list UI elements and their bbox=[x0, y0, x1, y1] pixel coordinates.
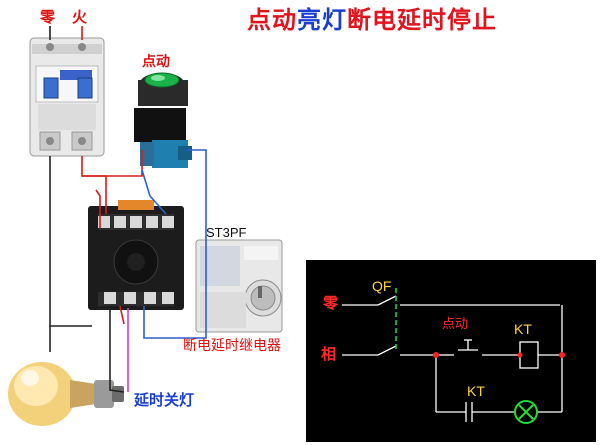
title-part-1: 点动 bbox=[247, 6, 297, 34]
schematic-phase-label: 相 bbox=[321, 345, 337, 363]
schematic-panel bbox=[306, 260, 596, 442]
schematic-neutral-label: 零 bbox=[323, 294, 339, 312]
schematic-pushbutton-label: 点动 bbox=[442, 317, 469, 332]
node bbox=[517, 352, 523, 358]
neutral-label: 零 bbox=[40, 8, 56, 26]
relay-socket bbox=[88, 200, 184, 310]
wires bbox=[49, 26, 207, 393]
schematic-coil-label: KT bbox=[514, 321, 532, 337]
module-label: ST3PF bbox=[206, 225, 247, 240]
delay-label: 延时关灯 bbox=[134, 391, 195, 409]
pushbutton bbox=[134, 72, 192, 168]
node bbox=[559, 352, 565, 358]
circuit-breaker bbox=[29, 37, 105, 157]
relay-label: 断电延时继电器 bbox=[183, 338, 281, 354]
lamp-symbol bbox=[514, 400, 538, 424]
time-relay bbox=[195, 239, 283, 333]
pushbutton-label: 点动 bbox=[142, 54, 170, 70]
node bbox=[433, 352, 439, 358]
title-part-3: 断电延时停止 bbox=[347, 6, 497, 34]
title: 点动亮灯断电延时停止 bbox=[247, 8, 497, 32]
schematic-qf-label: QF bbox=[372, 278, 392, 294]
schematic-circuit bbox=[342, 295, 563, 422]
title-part-2: 亮灯 bbox=[297, 6, 347, 34]
schematic-contact-label: KT bbox=[467, 383, 485, 399]
light-bulb bbox=[8, 362, 124, 426]
live-label: 火 bbox=[72, 8, 88, 26]
